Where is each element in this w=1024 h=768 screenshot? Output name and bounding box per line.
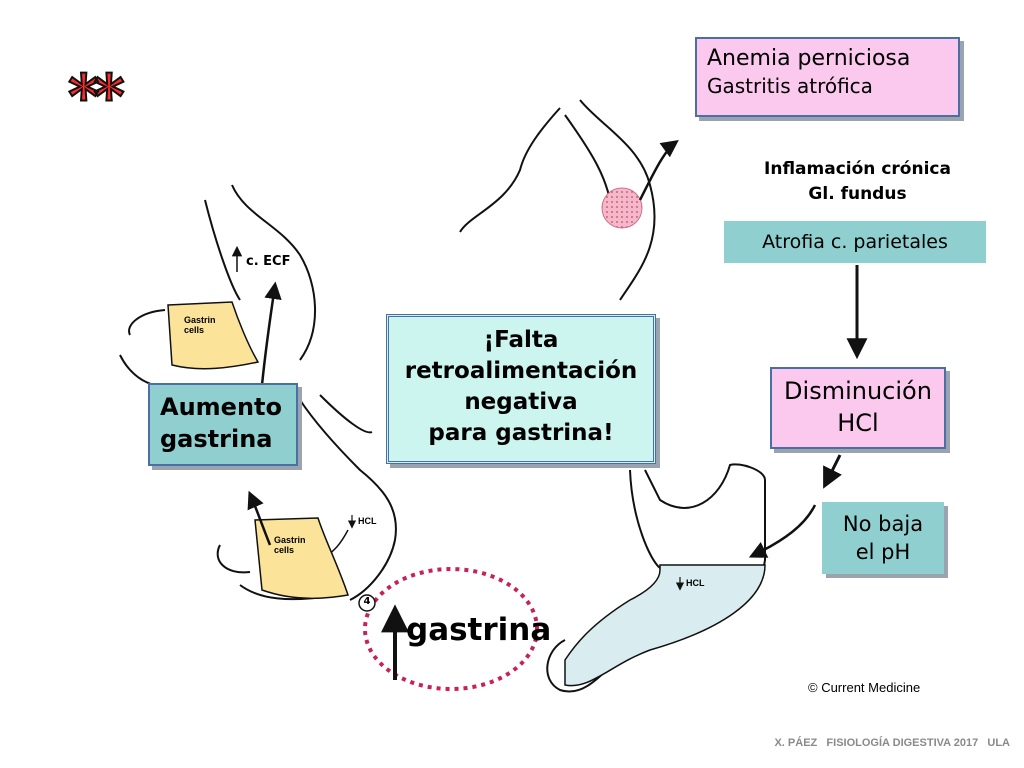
disminucion-box: Disminución HCl	[770, 367, 946, 449]
arrow-to-hcl-stomach	[748, 504, 817, 558]
inflammation-spot	[601, 187, 643, 229]
inflamacion-label: Inflamación crónica Gl. fundus	[730, 157, 985, 207]
falta-retroalimentacion-box: ¡Falta retroalimentación negativa para g…	[386, 314, 656, 464]
falta-line3: negativa	[464, 389, 578, 415]
falta-line2: retroalimentación	[404, 358, 638, 384]
gastrin-region-upper	[167, 301, 260, 370]
gastrin-cells-upper-line2: cells	[184, 325, 205, 335]
falta-line1: ¡Falta	[483, 327, 559, 353]
arrow-to-anemia	[638, 139, 679, 201]
inflamacion-line2: Gl. fundus	[808, 184, 907, 204]
aumento-line1: Aumento	[160, 393, 282, 421]
arrow-up-to-aumento	[247, 490, 272, 546]
hcl-label-left: HCL	[358, 516, 377, 526]
no-baja-line1: No baja	[842, 512, 924, 536]
gastrin-region-lower	[254, 517, 349, 600]
step-circle	[358, 594, 376, 612]
gastrin-cells-label-lower: Gastrin cells	[274, 535, 306, 555]
stomach-right-lower	[546, 463, 766, 693]
falta-line4: para gastrina!	[428, 420, 614, 446]
anemia-box: Anemia perniciosa Gastritis atrófica	[695, 37, 960, 117]
disminucion-line1: Disminución	[784, 377, 932, 405]
aumento-gastrina-box: Aumento gastrina	[148, 383, 298, 466]
hcl-label-right: HCL	[686, 578, 705, 588]
anemia-subtitle: Gastritis atrófica	[707, 74, 873, 98]
footer-credit: X. PÁEZ FISIOLOGÍA DIGESTIVA 2017 ULA	[774, 737, 1010, 749]
inflamacion-line1: Inflamación crónica	[764, 159, 951, 179]
arrow-disminucion-to-nobaja	[823, 454, 842, 489]
gastrina-increase-label: gastrina	[406, 612, 552, 648]
step-number: 4	[363, 596, 371, 607]
no-baja-box: No baja el pH	[822, 502, 944, 574]
double-star-icon: **	[67, 61, 126, 133]
aumento-line2: gastrina	[160, 425, 273, 453]
gastrin-cells-lower-line1: Gastrin	[274, 535, 306, 545]
gastrin-cells-upper-line1: Gastrin	[184, 315, 216, 325]
gastrin-cells-lower-line2: cells	[274, 545, 295, 555]
ecf-label: c. ECF	[246, 254, 291, 269]
arrow-up-to-ecf	[260, 281, 282, 386]
gastrin-cells-label-upper: Gastrin cells	[184, 315, 216, 335]
disminucion-line2: HCl	[837, 409, 879, 437]
gastrina-ellipse	[363, 567, 539, 691]
copyright-label: © Current Medicine	[808, 680, 921, 695]
anemia-title: Anemia perniciosa	[707, 46, 911, 71]
atrofia-box: Atrofia c. parietales	[724, 221, 986, 263]
no-baja-line2: el pH	[855, 540, 911, 564]
